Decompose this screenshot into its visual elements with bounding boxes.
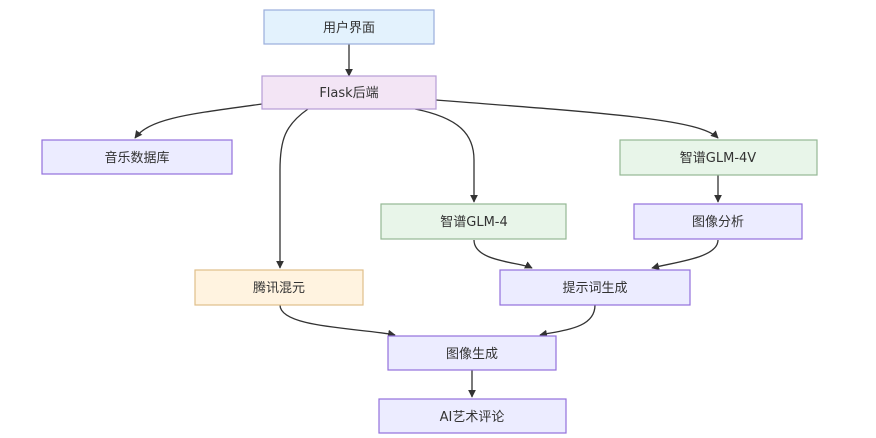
node-box bbox=[378, 398, 567, 434]
edge-image-analysis-to-prompt-gen bbox=[651, 239, 719, 271]
edge-flask-to-tencent-hunyuan bbox=[276, 108, 309, 269]
edge-flask-to-glm4 bbox=[414, 108, 478, 203]
edge-flask-to-glm4v bbox=[435, 99, 719, 139]
node-box bbox=[387, 335, 557, 371]
node-box bbox=[263, 9, 435, 45]
node-image-gen: 图像生成 bbox=[387, 335, 557, 371]
edge-prompt-gen-to-image-gen bbox=[539, 304, 596, 338]
node-label: 图像分析 bbox=[692, 215, 744, 230]
node-label: AI艺术评论 bbox=[440, 410, 505, 425]
node-box bbox=[41, 139, 233, 175]
node-label: 腾讯混元 bbox=[253, 280, 305, 296]
node-label: 提示词生成 bbox=[562, 280, 627, 296]
node-box bbox=[194, 269, 364, 306]
node-box bbox=[619, 139, 818, 176]
edge-tencent-hunyuan-to-image-gen bbox=[279, 304, 396, 338]
node-flask-backend: Flask后端 bbox=[261, 75, 437, 110]
node-box bbox=[499, 269, 691, 306]
edges bbox=[134, 44, 722, 398]
node-label: Flask后端 bbox=[319, 86, 378, 101]
edge-flask-to-music-db bbox=[134, 103, 263, 139]
node-label: 图像生成 bbox=[446, 347, 498, 362]
node-music-db: 音乐数据库 bbox=[41, 139, 233, 175]
node-image-analysis: 图像分析 bbox=[633, 203, 803, 240]
node-ai-art-review: AI艺术评论 bbox=[378, 398, 567, 434]
node-label: 智谱GLM-4V bbox=[680, 151, 756, 166]
node-label: 音乐数据库 bbox=[104, 150, 169, 166]
node-glm4v: 智谱GLM-4V bbox=[619, 139, 818, 176]
node-label: 智谱GLM-4 bbox=[440, 215, 508, 230]
node-label: 用户界面 bbox=[323, 20, 375, 36]
node-box bbox=[261, 75, 437, 110]
edge-glm4-to-prompt-gen bbox=[473, 239, 533, 269]
node-box bbox=[380, 203, 567, 240]
node-glm4: 智谱GLM-4 bbox=[380, 203, 567, 240]
node-tencent-hunyuan: 腾讯混元 bbox=[194, 269, 364, 306]
node-box bbox=[633, 203, 803, 240]
node-user-ui: 用户界面 bbox=[263, 9, 435, 45]
node-prompt-gen: 提示词生成 bbox=[499, 269, 691, 306]
